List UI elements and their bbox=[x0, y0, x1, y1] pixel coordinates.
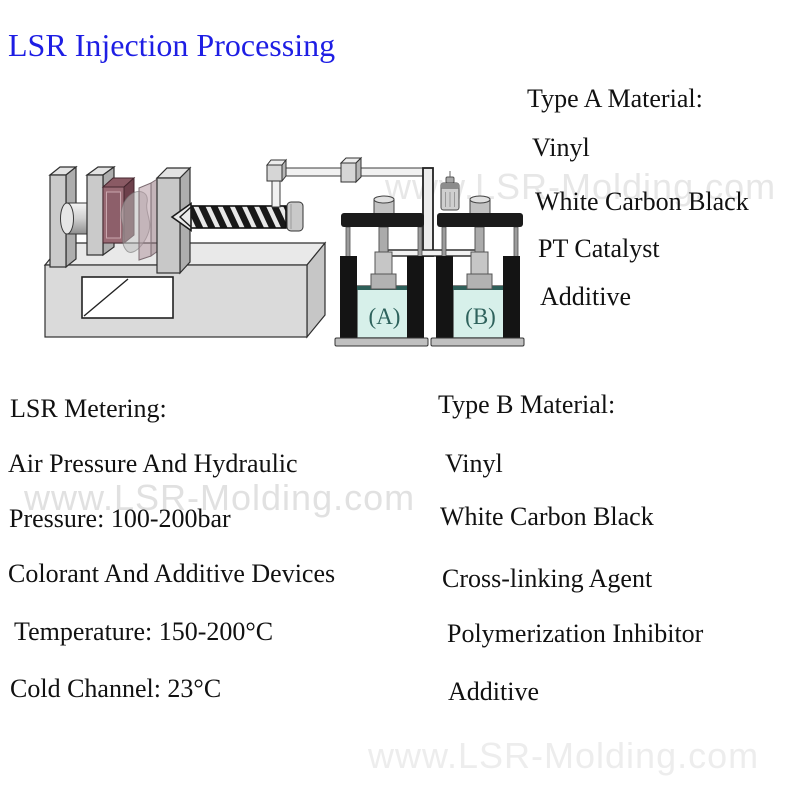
type-a-item: White Carbon Black bbox=[535, 187, 749, 216]
pipe-fitting-left bbox=[265, 158, 288, 183]
base-window bbox=[81, 276, 174, 319]
watermark-middle: www.LSR-Molding.com bbox=[24, 477, 416, 518]
pump-b-crossbar bbox=[437, 213, 523, 227]
type-a-item: Additive bbox=[540, 282, 631, 311]
molded-part-blob bbox=[120, 190, 151, 253]
clamp-cylinder bbox=[60, 202, 90, 235]
type-b-item: White Carbon Black bbox=[440, 502, 654, 531]
screw-flange bbox=[286, 201, 304, 232]
type-b-item: Vinyl bbox=[445, 449, 503, 478]
type-b-item: Polymerization Inhibitor bbox=[447, 619, 704, 648]
watermark-bottom: www.LSR-Molding.com bbox=[368, 735, 760, 776]
machine-base bbox=[43, 241, 327, 339]
screw-tip bbox=[170, 201, 192, 233]
pump-a-base bbox=[334, 337, 429, 347]
type-a-item: PT Catalyst bbox=[538, 234, 660, 263]
container-a-label: (A) bbox=[369, 304, 401, 329]
pump-b-base bbox=[430, 337, 525, 347]
type-b-item: Cross-linking Agent bbox=[442, 564, 653, 593]
platen-moving bbox=[86, 174, 104, 256]
metering-line: Air Pressure And Hydraulic bbox=[8, 449, 298, 478]
container-b bbox=[452, 285, 509, 339]
page-title: LSR Injection Processing bbox=[8, 27, 336, 63]
container-a bbox=[356, 285, 413, 339]
type-a-heading: Type A Material: bbox=[527, 84, 703, 113]
container-b-label: (B) bbox=[465, 304, 496, 329]
mold-half-translucent bbox=[138, 175, 163, 261]
metering-line: Temperature: 150-200°C bbox=[14, 617, 274, 646]
metering-heading: LSR Metering: bbox=[10, 394, 167, 423]
clamping-unit bbox=[48, 165, 192, 275]
platen-left bbox=[49, 174, 67, 268]
metering-line: Pressure: 100-200bar bbox=[9, 504, 231, 533]
pump-b: (B) bbox=[430, 195, 525, 347]
platen-right bbox=[156, 177, 181, 274]
type-b-heading: Type B Material: bbox=[438, 390, 616, 419]
pipe-fitting-right bbox=[339, 156, 363, 184]
metering-line: Colorant And Additive Devices bbox=[8, 559, 336, 588]
injection-screw bbox=[170, 201, 304, 233]
mold-block bbox=[101, 176, 136, 245]
type-a-item: Vinyl bbox=[532, 133, 590, 162]
pump-a-crossbar bbox=[341, 213, 424, 227]
type-b-item: Additive bbox=[448, 677, 539, 706]
manifold-pipe bbox=[387, 249, 483, 257]
pump-a: (A) bbox=[334, 195, 429, 347]
metering-line: Cold Channel: 23°C bbox=[10, 674, 222, 703]
